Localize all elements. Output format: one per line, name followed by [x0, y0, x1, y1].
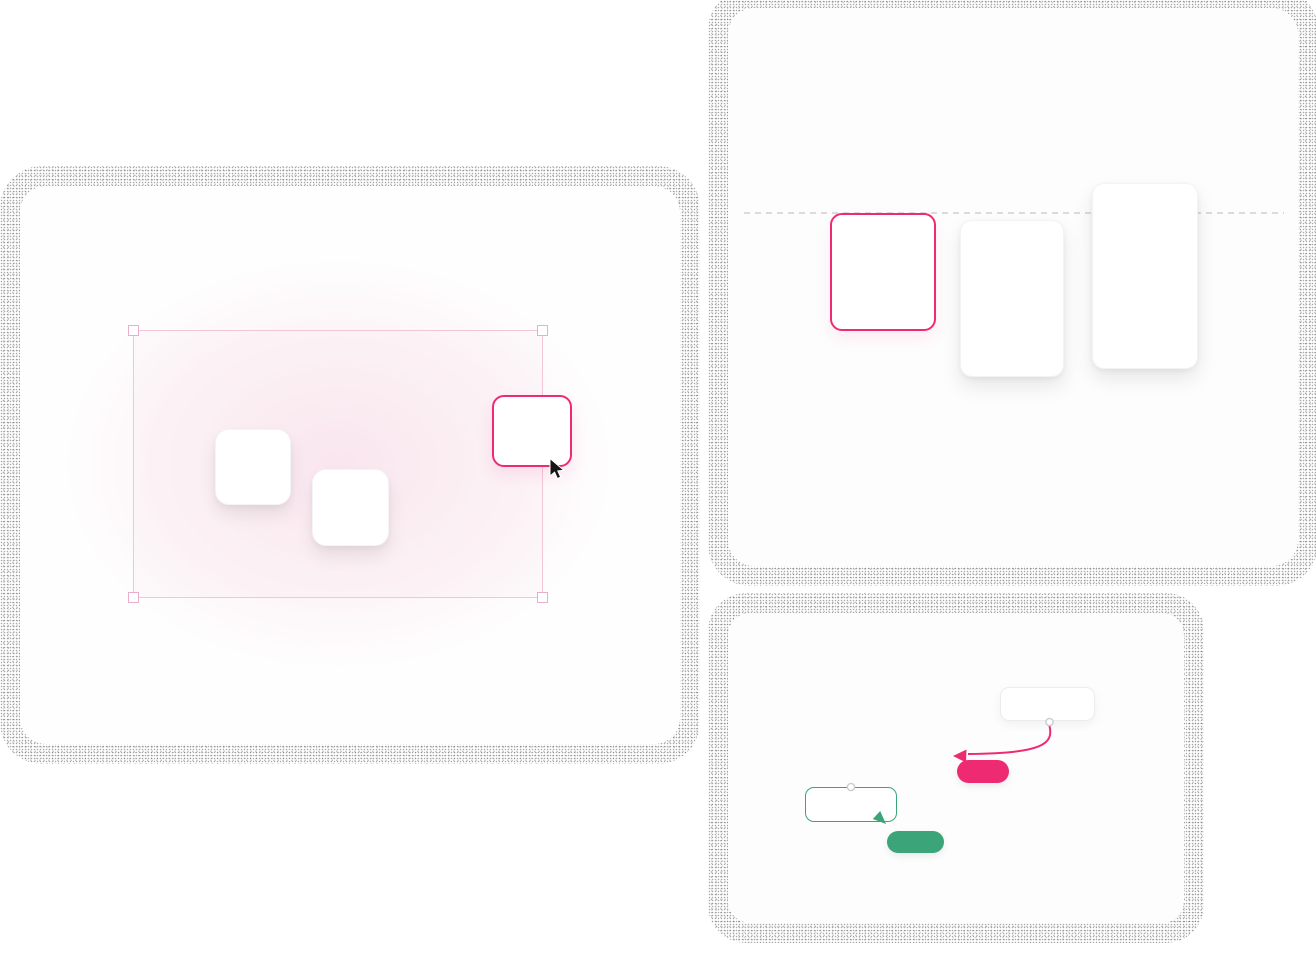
connector-overlay	[846, 717, 1054, 824]
cursor-arrow-icon	[549, 457, 566, 480]
flow-pill-pink[interactable]	[957, 760, 1009, 783]
selection-handle-top-left[interactable]	[128, 325, 139, 336]
pink-connector-curve	[967, 725, 1052, 755]
panel-multi-select	[0, 166, 700, 764]
flow-pill-green[interactable]	[887, 831, 944, 853]
selection-handle-top-right[interactable]	[537, 325, 548, 336]
panel-alignment-guides	[708, 0, 1316, 586]
flow-node-top[interactable]	[1000, 687, 1095, 721]
canvas-square-2[interactable]	[312, 469, 389, 546]
alignment-guide-line	[744, 212, 1284, 214]
canvas-square-1[interactable]	[215, 429, 291, 505]
panel-prototype-connectors	[708, 593, 1204, 943]
canvas-square-selected[interactable]	[492, 395, 572, 467]
selection-handle-bottom-left[interactable]	[128, 592, 139, 603]
selection-marquee[interactable]	[128, 325, 548, 603]
selection-handle-bottom-right[interactable]	[537, 592, 548, 603]
align-card-selected[interactable]	[830, 213, 936, 331]
align-card-3[interactable]	[1092, 183, 1198, 369]
flow-node-green[interactable]	[805, 787, 897, 822]
align-card-2[interactable]	[960, 220, 1064, 377]
